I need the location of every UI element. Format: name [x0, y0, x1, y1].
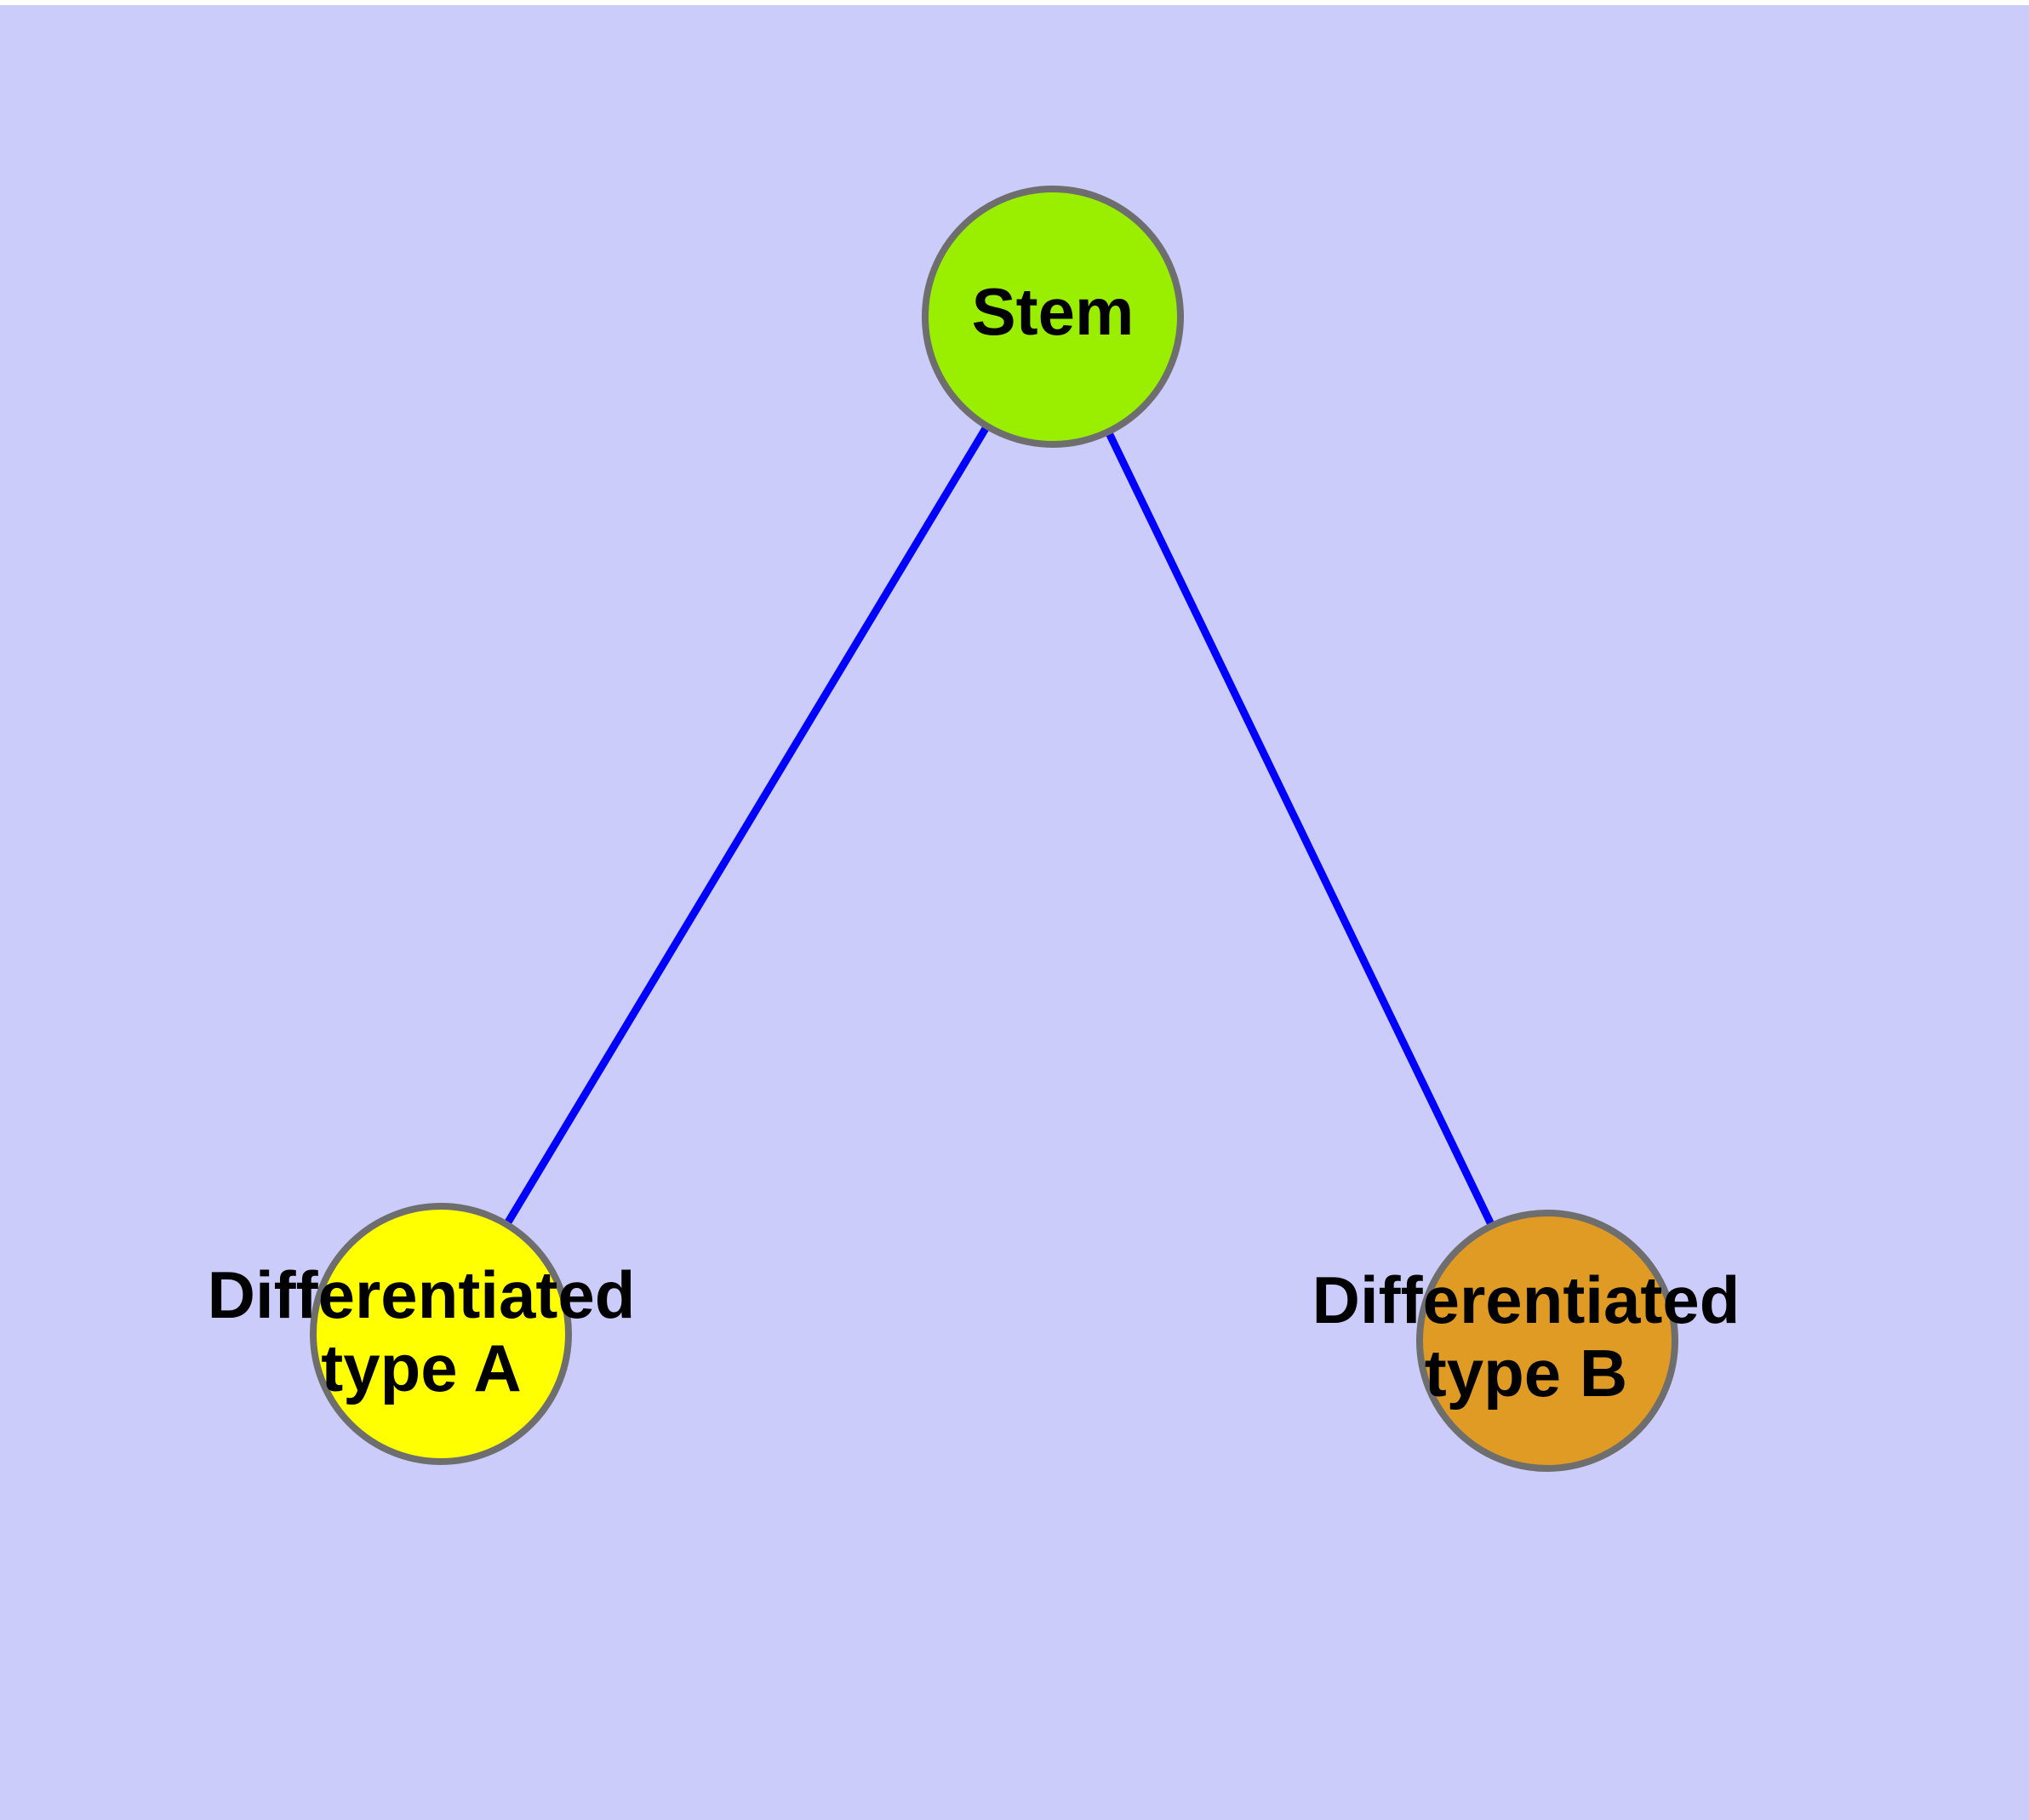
nodes-layer: [310, 186, 1678, 1472]
graph-edge[interactable]: [437, 314, 1056, 1336]
node-label-stem: Stem: [972, 274, 1135, 349]
graph-node-diff_b[interactable]: [1416, 1210, 1678, 1472]
node-label-line: Differentiated: [208, 1257, 636, 1332]
graph-node-stem[interactable]: [922, 186, 1184, 448]
graph-edge[interactable]: [1049, 315, 1552, 1342]
node-label-line: Differentiated: [1312, 1262, 1740, 1337]
graph-node-diff_a[interactable]: [310, 1203, 572, 1465]
node-label-line: Stem: [972, 274, 1135, 349]
node-label-line: type B: [1425, 1336, 1627, 1411]
edges-layer: [437, 314, 1552, 1342]
node-label-line: type A: [321, 1331, 522, 1405]
